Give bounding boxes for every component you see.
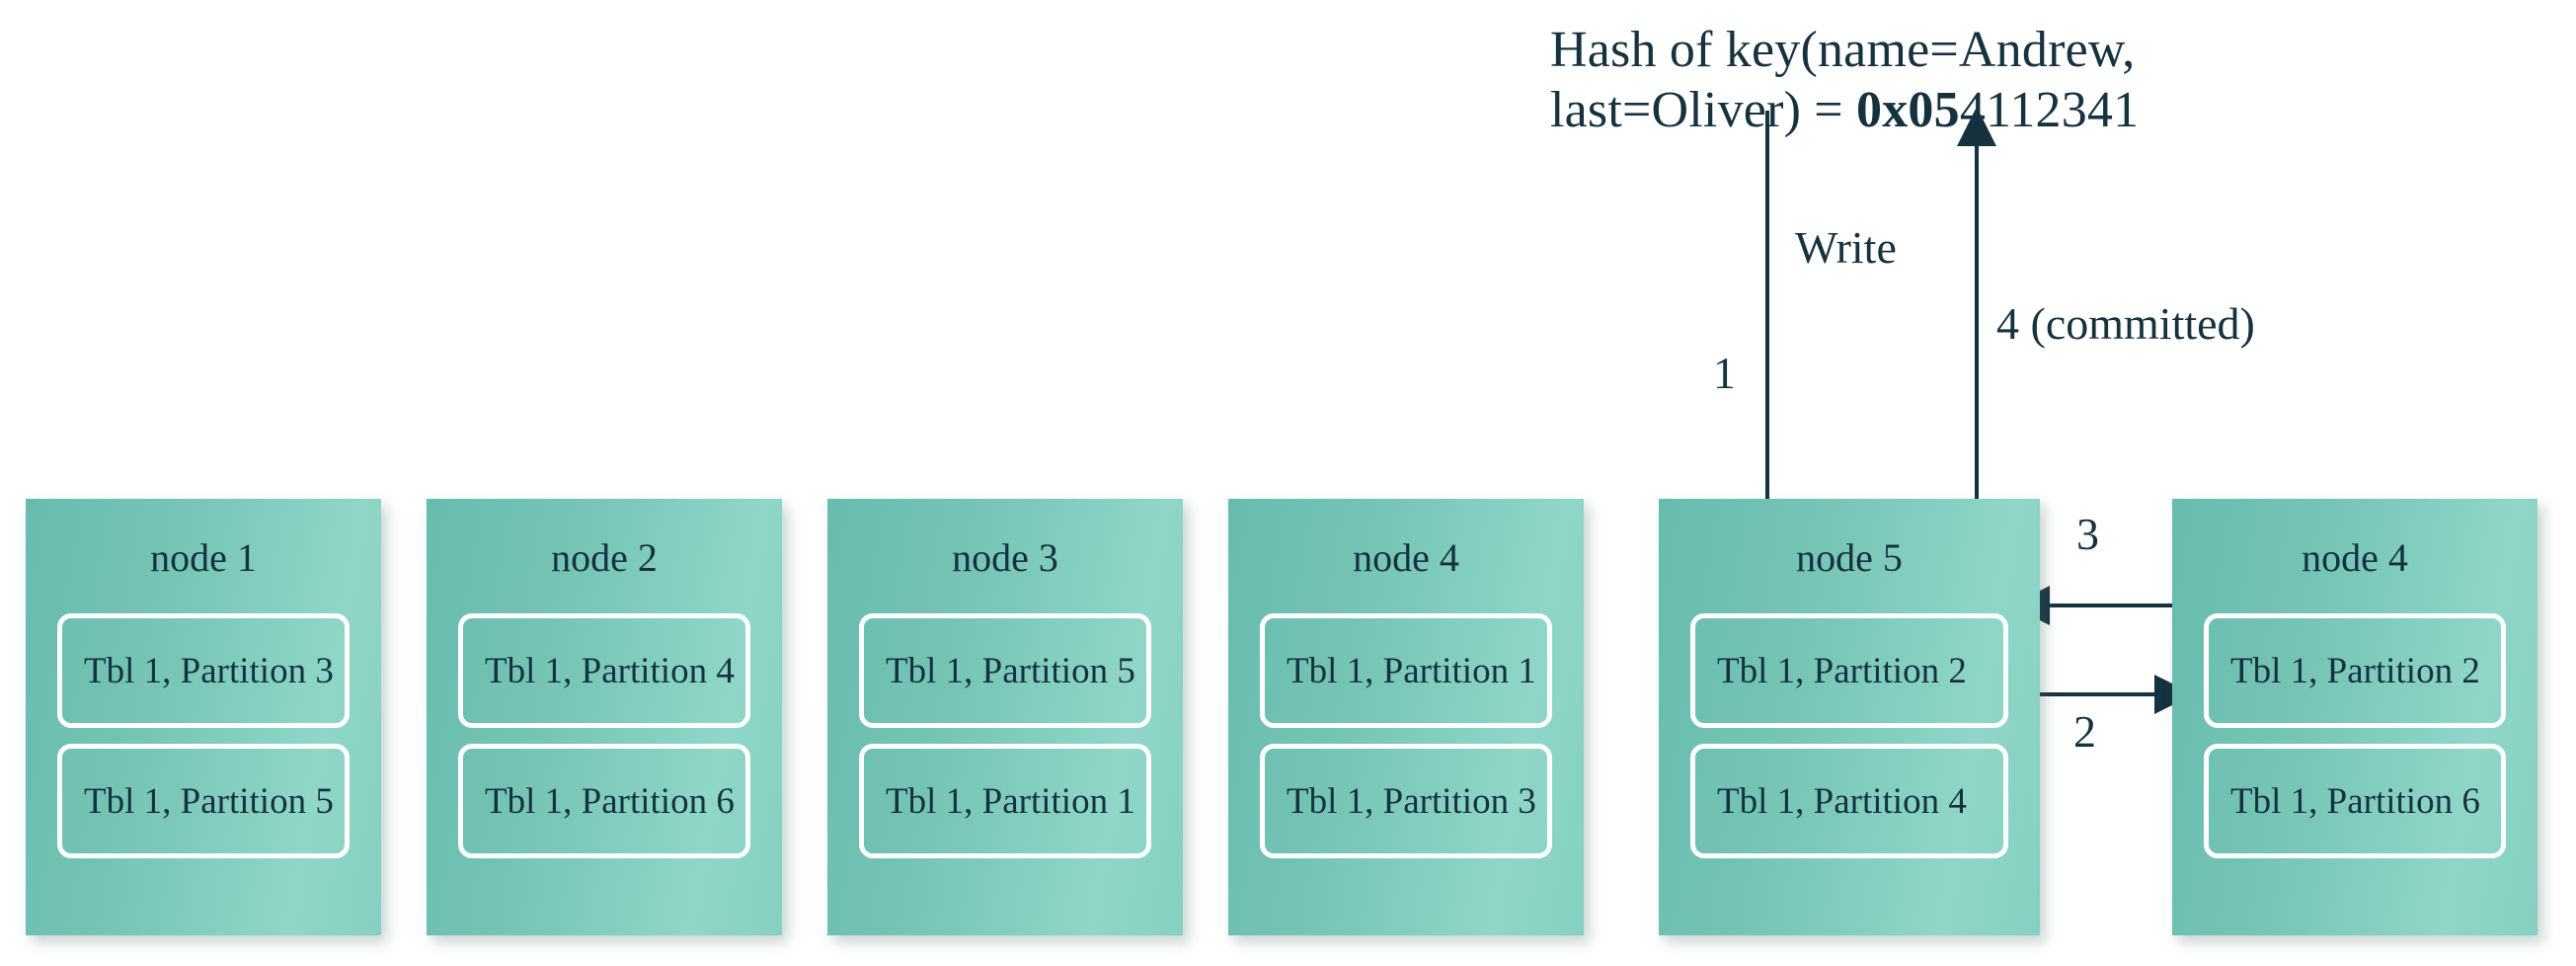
partition-list: Tbl 1, Partition 1 Tbl 1, Partition 3: [1228, 613, 1584, 858]
write-step-label: 1: [1713, 348, 1736, 398]
hash-line-1: Hash of key(name=Andrew,: [1550, 22, 2136, 78]
partition-box[interactable]: Tbl 1, Partition 2: [2204, 613, 2506, 728]
partition-box[interactable]: Tbl 1, Partition 3: [57, 613, 350, 728]
commit-step-label: 4 (committed): [1996, 298, 2255, 349]
replicate-step-label: 2: [2073, 706, 2096, 757]
node-title: node 4: [1353, 535, 1459, 580]
partition-box[interactable]: Tbl 1, Partition 5: [859, 613, 1151, 728]
hash-annotation: Hash of key(name=Andrew, last=Oliver) = …: [1550, 20, 2301, 141]
hash-bold-prefix: 0x05: [1856, 82, 1960, 139]
partition-list: Tbl 1, Partition 2 Tbl 1, Partition 4: [1659, 613, 2040, 858]
partition-box[interactable]: Tbl 1, Partition 2: [1690, 613, 2008, 728]
partition-box[interactable]: Tbl 1, Partition 6: [2204, 744, 2506, 858]
partition-box[interactable]: Tbl 1, Partition 3: [1260, 744, 1552, 858]
write-arrow-label: Write: [1795, 222, 1897, 273]
partition-list: Tbl 1, Partition 3 Tbl 1, Partition 5: [26, 613, 381, 858]
partition-list: Tbl 1, Partition 5 Tbl 1, Partition 1: [827, 613, 1183, 858]
partition-box[interactable]: Tbl 1, Partition 4: [1690, 744, 2008, 858]
partition-box[interactable]: Tbl 1, Partition 6: [458, 744, 750, 858]
node-title: node 5: [1796, 535, 1903, 580]
node-title: node 1: [150, 535, 257, 580]
node-title: node 2: [551, 535, 658, 580]
node-title: node 3: [952, 535, 1058, 580]
partition-list: Tbl 1, Partition 4 Tbl 1, Partition 6: [427, 613, 782, 858]
partition-box[interactable]: Tbl 1, Partition 5: [57, 744, 350, 858]
hash-prefix: last=Oliver) =: [1550, 82, 1857, 139]
partition-box[interactable]: Tbl 1, Partition 4: [458, 613, 750, 728]
partition-list: Tbl 1, Partition 2 Tbl 1, Partition 6: [2172, 613, 2537, 858]
partition-box[interactable]: Tbl 1, Partition 1: [859, 744, 1151, 858]
partition-box[interactable]: Tbl 1, Partition 1: [1260, 613, 1552, 728]
hash-line-2: last=Oliver) = 0x054112341: [1550, 80, 2301, 140]
node-title: node 4: [2302, 535, 2408, 580]
hash-suffix: 4112341: [1959, 82, 2140, 139]
ack-step-label: 3: [2076, 509, 2099, 559]
